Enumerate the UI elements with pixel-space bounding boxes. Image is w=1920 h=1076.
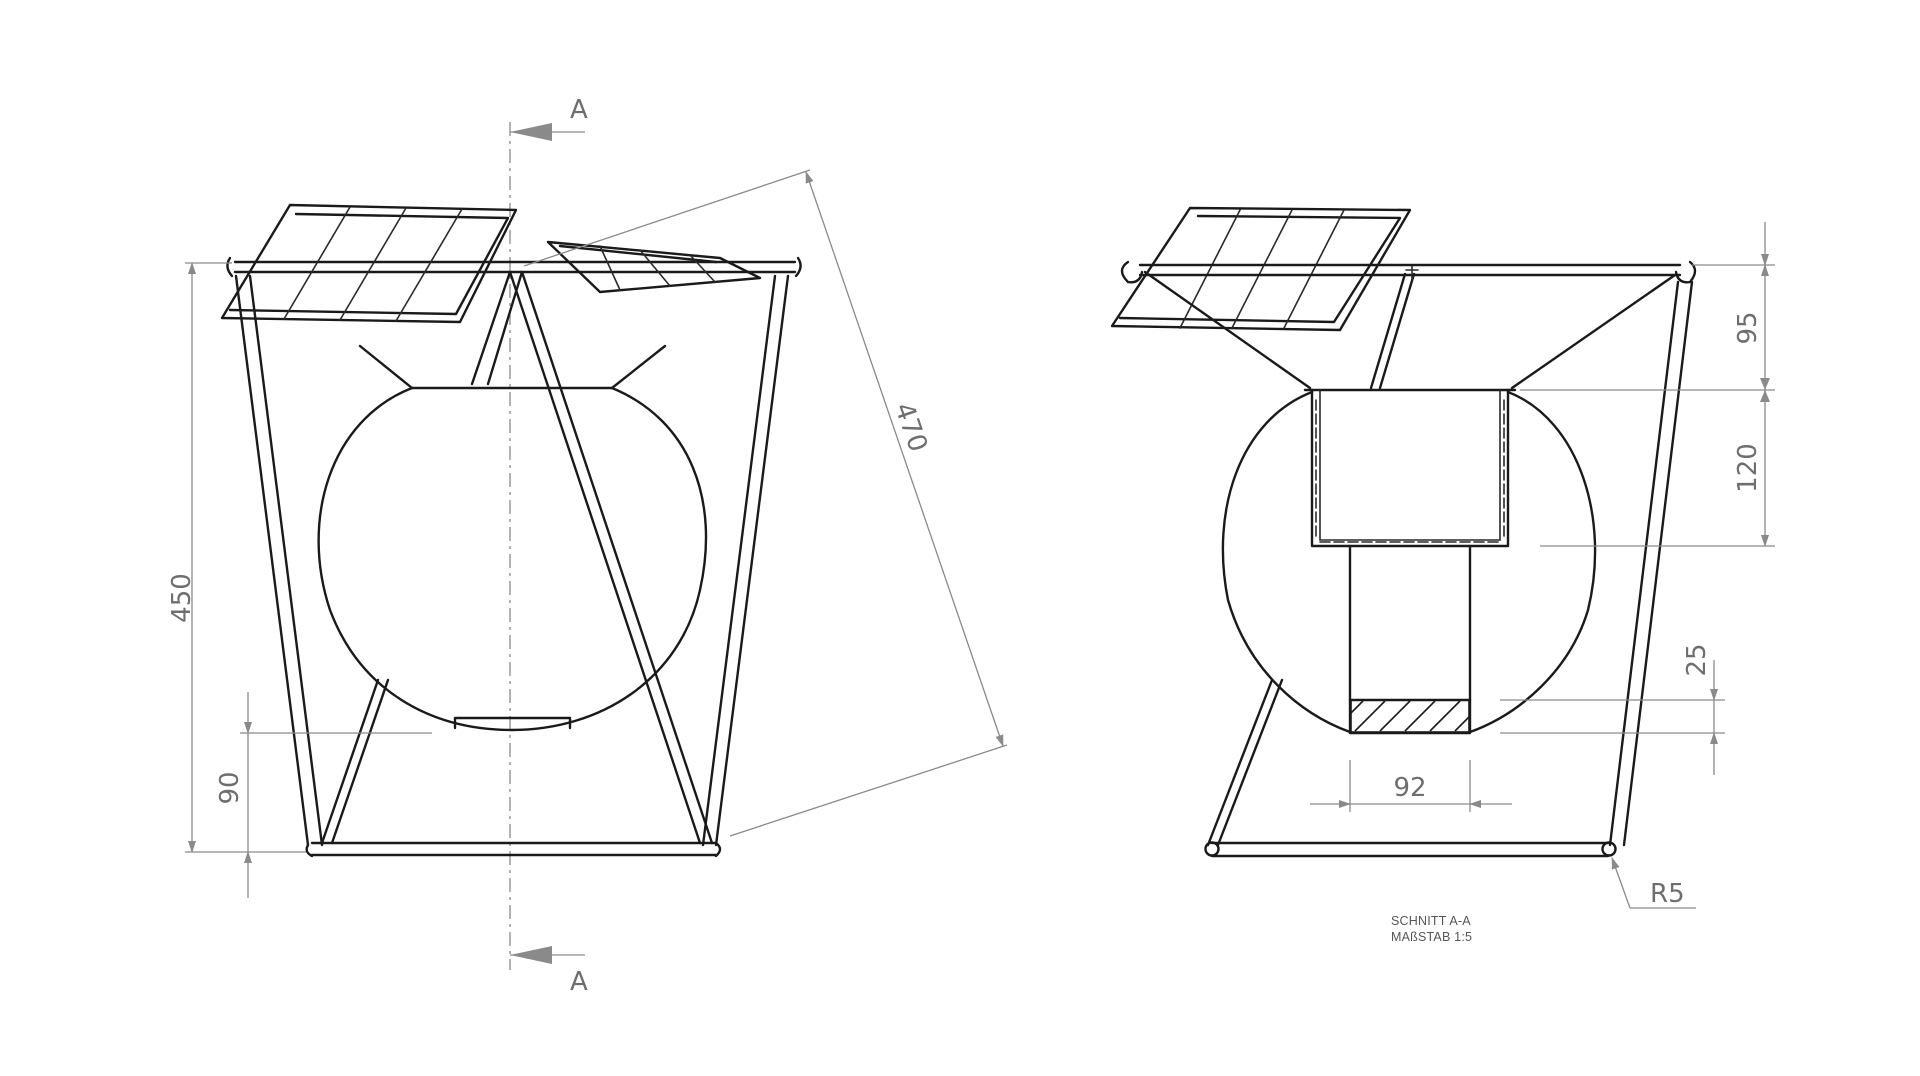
section-arrow-bottom bbox=[510, 946, 585, 964]
section-letter-bottom: A bbox=[570, 967, 588, 997]
dim-cutout-height bbox=[240, 692, 432, 898]
section-sphere bbox=[1221, 388, 1597, 735]
section-lid bbox=[1110, 206, 1412, 332]
frame bbox=[226, 256, 802, 858]
dim-slot bbox=[1500, 660, 1725, 775]
dim-width bbox=[1310, 760, 1512, 812]
dim-radius-label: R5 bbox=[1650, 879, 1685, 909]
dim-height-total-label: 450 bbox=[167, 573, 197, 623]
dim-slot-label: 25 bbox=[1682, 643, 1712, 676]
dim-radius bbox=[1611, 857, 1696, 909]
lid-left bbox=[220, 203, 518, 324]
dim-diagonal-label: 470 bbox=[888, 399, 933, 456]
section-caption-line2: MAßSTAB 1:5 bbox=[1391, 930, 1472, 944]
lid-right bbox=[546, 240, 762, 294]
dim-top-label: 95 bbox=[1733, 311, 1763, 344]
section-caption-line1: SCHNITT A-A bbox=[1391, 914, 1471, 928]
front-view: A A bbox=[167, 95, 1008, 997]
section-frame bbox=[1120, 260, 1697, 858]
section-arrow-top bbox=[510, 123, 585, 141]
dim-top-stack bbox=[1520, 222, 1775, 547]
sphere-body bbox=[317, 386, 708, 732]
dim-width-label: 92 bbox=[1393, 773, 1426, 803]
section-view: 95 120 25 92 R5 SCHNITT A-A MAßSTAB 1: bbox=[1110, 206, 1775, 944]
section-hatch bbox=[1350, 699, 1470, 733]
dim-insert-label: 120 bbox=[1733, 443, 1763, 493]
dim-diagonal bbox=[523, 169, 1008, 837]
dim-cutout-height-label: 90 bbox=[215, 771, 245, 804]
section-letter-top: A bbox=[570, 95, 588, 125]
